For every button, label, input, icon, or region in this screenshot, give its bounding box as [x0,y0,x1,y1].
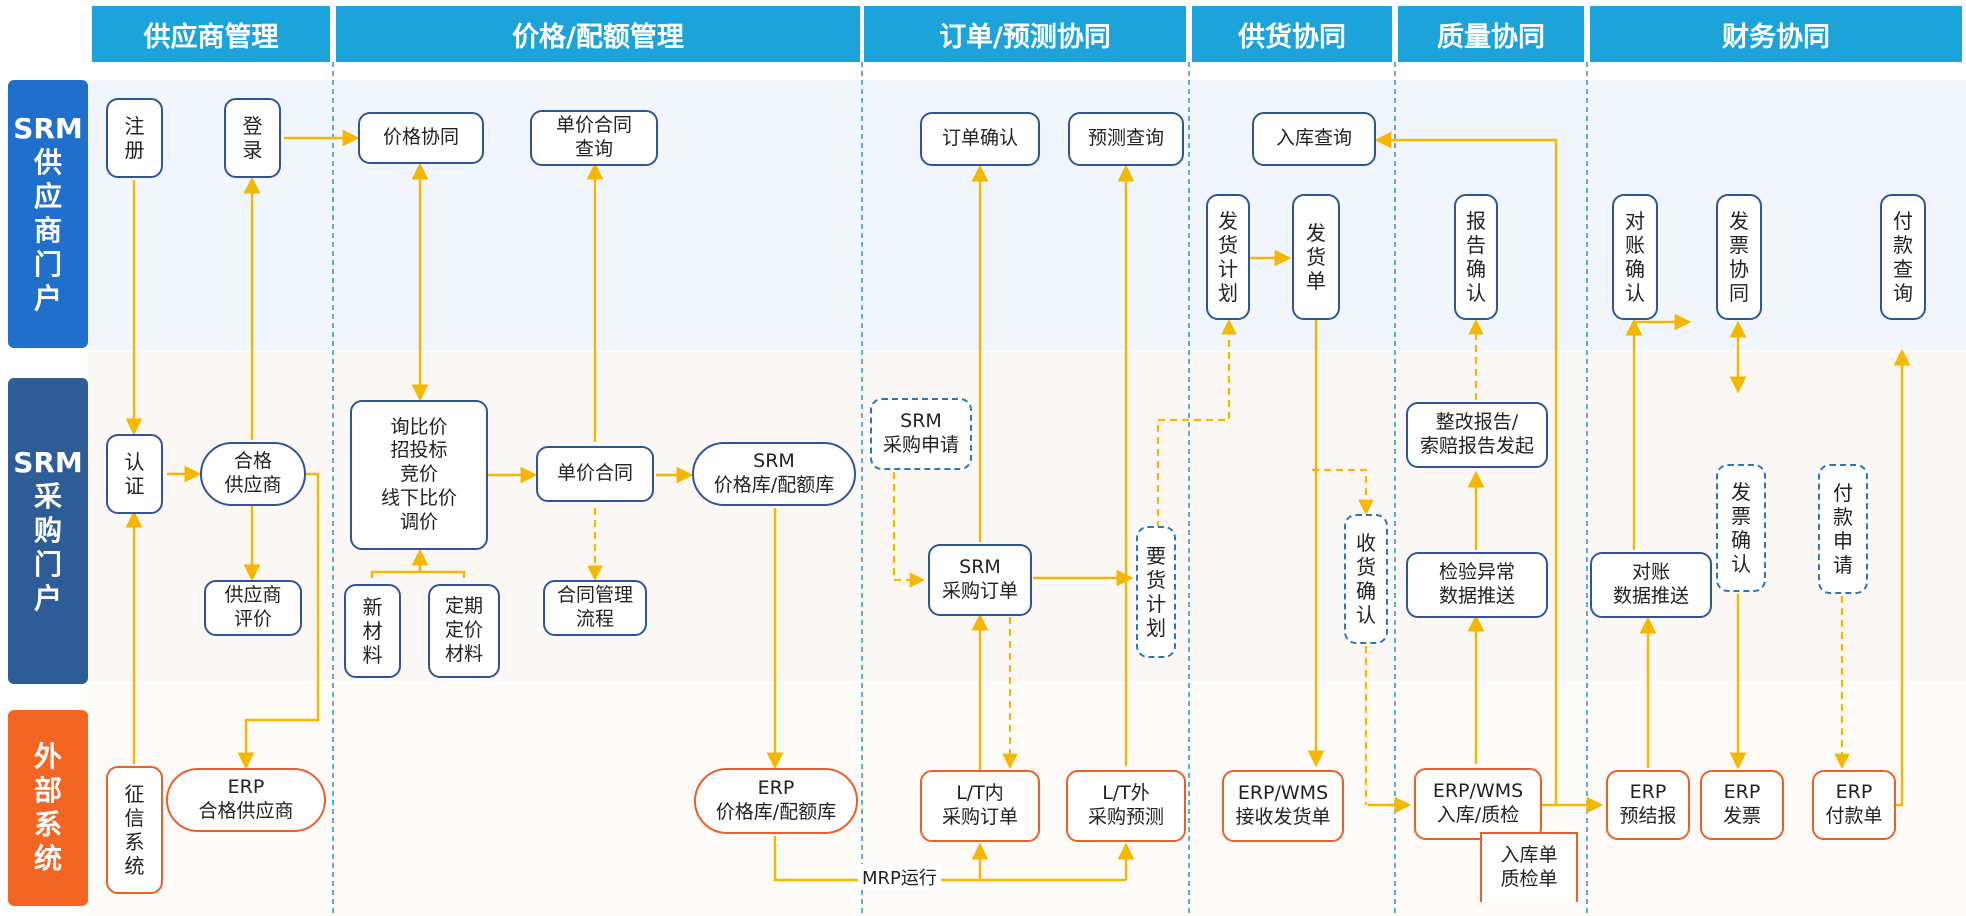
register-box[interactable]: 注 册 [106,98,163,178]
contract-process-box[interactable]: 合同管理 流程 [543,580,647,636]
header-supplier-management: 供应商管理 [92,6,330,62]
srm-purchase-order-box[interactable]: SRM 采购订单 [928,544,1032,616]
demand-plan-box[interactable]: 要 货 计 划 [1136,526,1176,658]
ship-plan-box[interactable]: 发 货 计 划 [1206,194,1250,320]
srm-price-quota-box[interactable]: SRM 价格库/配额库 [692,442,856,506]
header-supply-collab: 供货协同 [1192,6,1392,62]
lt-internal-po-box[interactable]: L/T内 采购订单 [920,770,1040,842]
row-label-srm-supplier-portal: SRM 供 应 商 门 户 [8,80,88,348]
header-order-forecast: 订单/预测协同 [864,6,1186,62]
rectify-report-box[interactable]: 整改报告/ 索赔报告发起 [1406,402,1548,468]
periodic-pricing-box[interactable]: 定期 定价 材料 [428,584,500,678]
erp-qualified-supplier-box[interactable]: ERP 合格供应商 [166,768,326,832]
erp-pre-settle-box[interactable]: ERP 预结报 [1606,770,1690,840]
payment-query-box[interactable]: 付 款 查 询 [1880,194,1926,320]
order-confirm-box[interactable]: 订单确认 [920,112,1040,166]
ship-note-box[interactable]: 发 货 单 [1292,194,1340,320]
mrp-run-label: MRP运行 [858,864,941,890]
reconcile-confirm-box[interactable]: 对 账 确 认 [1612,194,1658,320]
report-confirm-box[interactable]: 报 告 确 认 [1454,194,1498,320]
unit-contract-query-box[interactable]: 单价合同 查询 [530,110,658,166]
row-label-external-system: 外 部 系 统 [8,710,88,906]
erp-wms-inspect-box[interactable]: ERP/WMS 入库/质检 [1414,768,1542,840]
supplier-evaluation-box[interactable]: 供应商 评价 [204,580,302,636]
receive-confirm-box[interactable]: 收 货 确 认 [1344,514,1388,644]
invoice-collab-box[interactable]: 发 票 协 同 [1716,194,1762,320]
price-collab-box[interactable]: 价格协同 [358,112,484,164]
unit-contract-box[interactable]: 单价合同 [536,446,654,502]
reconcile-push-box[interactable]: 对账 数据推送 [1590,552,1712,618]
inbound-doc-box[interactable]: 入库单 质检单 [1480,832,1578,902]
credit-system-box[interactable]: 征 信 系 统 [106,766,163,894]
srm-purchase-request-box[interactable]: SRM 采购申请 [870,398,972,470]
inbound-query-box[interactable]: 入库查询 [1252,112,1376,166]
erp-price-quota-box[interactable]: ERP 价格库/配额库 [694,768,858,834]
header-quality-collab: 质量协同 [1398,6,1584,62]
header-finance-collab: 财务协同 [1590,6,1962,62]
erp-invoice-box[interactable]: ERP 发票 [1700,770,1784,840]
row-label-text: SRM 供 应 商 门 户 [13,111,83,316]
login-box[interactable]: 登 录 [224,98,281,178]
payment-request-box[interactable]: 付 款 申 请 [1818,464,1868,594]
certify-box[interactable]: 认 证 [106,434,163,514]
forecast-query-box[interactable]: 预测查询 [1068,112,1184,166]
inspection-push-box[interactable]: 检验异常 数据推送 [1406,552,1548,618]
invoice-confirm-box[interactable]: 发 票 确 认 [1716,464,1766,592]
lt-external-forecast-box[interactable]: L/T外 采购预测 [1066,770,1186,842]
qualified-supplier-box[interactable]: 合格 供应商 [200,442,306,506]
erp-payment-box[interactable]: ERP 付款单 [1812,770,1896,840]
new-material-box[interactable]: 新 材 料 [344,584,401,678]
erp-wms-receive-box[interactable]: ERP/WMS 接收发货单 [1222,770,1344,842]
row-label-text: SRM 采 购 门 户 [13,445,83,616]
header-price-quota: 价格/配额管理 [336,6,860,62]
bidding-box[interactable]: 询比价 招投标 竞价 线下比价 调价 [350,400,488,550]
row-label-text: 外 部 系 统 [33,739,62,876]
row-label-srm-purchase-portal: SRM 采 购 门 户 [8,378,88,684]
